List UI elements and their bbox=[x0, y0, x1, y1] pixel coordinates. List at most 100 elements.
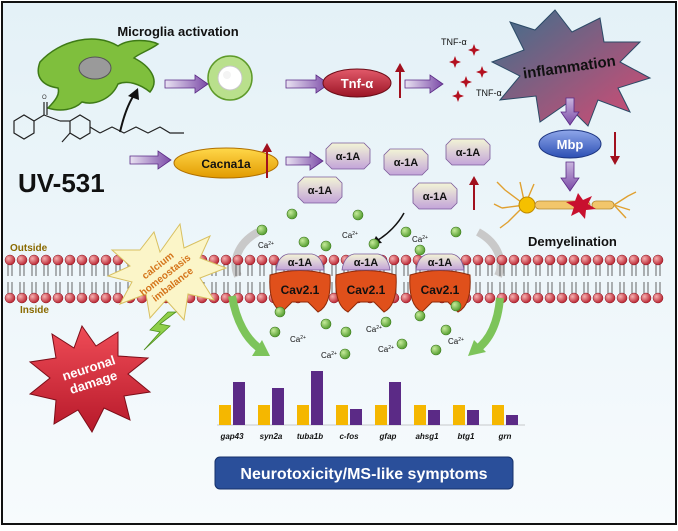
calcium-ion-label: Ca2+ bbox=[378, 345, 394, 354]
tnf-node-label: Tnf-α bbox=[341, 76, 374, 91]
upregulation-arrow-icon bbox=[395, 63, 405, 98]
calcium-ion-icon bbox=[339, 348, 351, 360]
lipid-head bbox=[400, 254, 412, 266]
lipid-head bbox=[256, 254, 268, 266]
footer-label: Neurotoxicity/MS-like symptoms bbox=[240, 466, 487, 483]
calcium-ion-icon bbox=[380, 316, 392, 328]
lipid-head bbox=[544, 254, 556, 266]
bar-treated bbox=[506, 415, 518, 425]
outside-label: Outside bbox=[10, 243, 48, 254]
calcium-ion-icon bbox=[400, 226, 412, 238]
chart-category-label: grn bbox=[498, 432, 512, 441]
inside-label: Inside bbox=[20, 305, 49, 316]
bar-control bbox=[336, 405, 348, 425]
alpha1a-subunit bbox=[325, 142, 371, 170]
bar-control bbox=[492, 405, 504, 425]
lipid-head bbox=[532, 292, 544, 304]
membrane-curve-right bbox=[475, 228, 505, 278]
activated-microglia-icon bbox=[207, 55, 253, 101]
flow-arrow-down bbox=[560, 97, 580, 126]
lipid-head bbox=[232, 254, 244, 266]
bar-control bbox=[453, 405, 465, 425]
lipid-head bbox=[244, 292, 256, 304]
calcium-ion-icon bbox=[320, 318, 332, 330]
lipid-head bbox=[64, 254, 76, 266]
membrane-curve-left bbox=[231, 228, 261, 278]
uv531-molecule-icon bbox=[13, 102, 184, 143]
calcium-ion-label: Ca2+ bbox=[342, 231, 358, 240]
lightning-icon bbox=[143, 311, 178, 351]
calcium-ion-icon bbox=[274, 306, 286, 318]
tnf-sparkle-icon bbox=[452, 90, 464, 102]
lipid-head bbox=[40, 254, 52, 266]
flow-arrow bbox=[129, 150, 172, 170]
calcium-ion-label: Ca2+ bbox=[448, 337, 464, 346]
lipid-head bbox=[52, 292, 64, 304]
lipid-head bbox=[16, 254, 28, 266]
lipid-head bbox=[640, 254, 652, 266]
calcium-ion-label: Ca2+ bbox=[366, 325, 382, 334]
curved-arrow-down bbox=[377, 212, 405, 241]
bar-treated bbox=[467, 410, 479, 425]
flow-arrow bbox=[285, 151, 324, 171]
bar-control bbox=[258, 405, 270, 425]
alpha1a-subunit bbox=[383, 148, 429, 176]
tnf-sparkle-icon bbox=[449, 56, 461, 68]
lipid-head bbox=[88, 254, 100, 266]
lipid-head bbox=[496, 254, 508, 266]
flow-arrow bbox=[164, 74, 209, 94]
chart-category-label: btg1 bbox=[458, 432, 475, 441]
tnf-label-top: TNF-α bbox=[441, 37, 467, 47]
compound-label: UV-531 bbox=[18, 168, 105, 198]
lipid-head bbox=[592, 292, 604, 304]
lipid-head bbox=[628, 254, 640, 266]
flow-arrow bbox=[285, 74, 330, 94]
lipid-head bbox=[616, 254, 628, 266]
chart-category-label: syn2a bbox=[260, 432, 283, 441]
alpha1a-subunit bbox=[297, 176, 343, 204]
lipid-head bbox=[40, 292, 52, 304]
lipid-head bbox=[256, 292, 268, 304]
carbonyl-o-label: O bbox=[42, 95, 47, 101]
calcium-ion-icon bbox=[352, 209, 364, 221]
tnf-label-bottom: TNF-α bbox=[476, 88, 502, 98]
cav-channel-label: Cav2.1 bbox=[347, 283, 386, 297]
upregulation-arrow-icon bbox=[262, 143, 272, 178]
lipid-head bbox=[520, 254, 532, 266]
flow-arrow bbox=[404, 74, 444, 94]
cacna1a-node-label: Cacna1a bbox=[201, 157, 251, 171]
lipid-head bbox=[640, 292, 652, 304]
cav-channel-label: Cav2.1 bbox=[281, 283, 320, 297]
chart-category-label: gap43 bbox=[219, 432, 244, 441]
lipid-head bbox=[484, 254, 496, 266]
lipid-head bbox=[484, 292, 496, 304]
lipid-head bbox=[652, 254, 664, 266]
lipid-head bbox=[628, 292, 640, 304]
chart-category-label: ahsg1 bbox=[415, 432, 439, 441]
lipid-head bbox=[244, 254, 256, 266]
tnf-sparkle-icon bbox=[476, 66, 488, 78]
lipid-head bbox=[88, 292, 100, 304]
lipid-head bbox=[508, 292, 520, 304]
lipid-head bbox=[616, 292, 628, 304]
lipid-head bbox=[28, 292, 40, 304]
cacna1a-node bbox=[173, 147, 279, 179]
bar-treated bbox=[389, 382, 401, 425]
channel-subunit bbox=[275, 253, 325, 271]
lipid-head bbox=[556, 292, 568, 304]
lipid-head bbox=[544, 292, 556, 304]
lipid-head bbox=[580, 292, 592, 304]
calcium-ion-icon bbox=[256, 224, 268, 236]
calcium-ion-icon bbox=[396, 338, 408, 350]
lipid-head bbox=[604, 292, 616, 304]
lipid-head bbox=[508, 254, 520, 266]
channel-subunit-label: α-1A bbox=[354, 257, 379, 269]
diagram-title: Microglia activation bbox=[117, 24, 238, 39]
bar-control bbox=[297, 405, 309, 425]
calcium-imbalance-burst bbox=[106, 222, 228, 322]
alpha1a-subunit-label: α-1A bbox=[336, 151, 361, 163]
tnf-sparkles bbox=[449, 44, 488, 102]
calcium-ion-icon bbox=[450, 226, 462, 238]
